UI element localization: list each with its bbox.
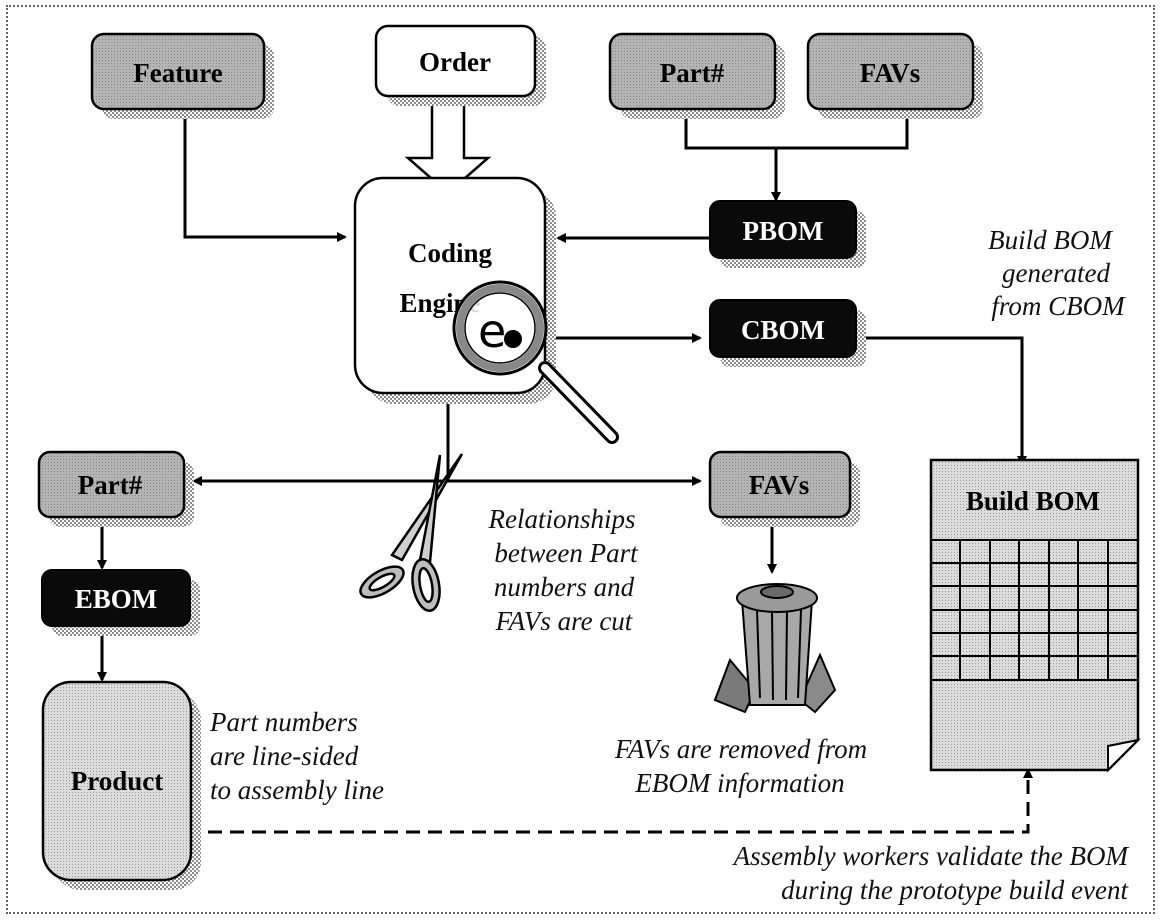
build-bom-note-line1: Build BOM <box>988 225 1113 255</box>
removed-note: FAVs are removed from EBOM information <box>614 734 867 798</box>
node-product-label: Product <box>71 766 164 796</box>
node-cbom-label: CBOM <box>741 315 825 345</box>
removed-note-line1: FAVs are removed from <box>614 734 867 764</box>
removed-note-line2: EBOM information <box>634 768 844 798</box>
node-part-mid: Part# <box>37 450 194 527</box>
node-pbom-label: PBOM <box>743 216 824 246</box>
node-part-top-label: Part# <box>660 58 725 88</box>
build-bom-note-line2: generated <box>1002 258 1110 288</box>
diagram-frame <box>6 5 1155 914</box>
node-build-bom-label: Build BOM <box>966 486 1100 516</box>
order-hollow-arrow <box>404 98 492 195</box>
node-favs-top: FAVs <box>806 32 983 119</box>
line-part-top-down <box>684 103 909 150</box>
node-cbom: CBOM <box>709 299 866 367</box>
node-feature: Feature <box>90 32 274 119</box>
linesided-note: Part numbers are line-sided to assembly … <box>209 707 384 805</box>
validate-note-line2: during the prototype build event <box>781 875 1129 905</box>
svg-text:e: e <box>478 304 506 358</box>
coding-engine-line1: Coding <box>408 238 493 268</box>
build-bom-note: Build BOM generated from CBOM <box>988 225 1126 321</box>
cut-note: Relationships between Part numbers and F… <box>488 504 640 636</box>
validate-note: Assembly workers validate the BOM during… <box>732 841 1130 905</box>
magnifier-icon: e <box>452 280 619 444</box>
node-product: Product <box>41 680 201 890</box>
cut-note-line4: FAVs are cut <box>495 606 634 636</box>
linesided-note-line1: Part numbers <box>209 707 358 737</box>
trash-can-icon <box>713 583 837 714</box>
node-favs-top-label: FAVs <box>860 58 921 88</box>
node-pbom: PBOM <box>709 200 866 268</box>
scissors-icon <box>359 453 464 612</box>
linesided-note-line2: are line-sided <box>210 741 359 771</box>
node-part-mid-label: Part# <box>78 470 143 500</box>
cut-note-line2: between Part <box>494 538 639 568</box>
node-ebom: EBOM <box>41 569 200 636</box>
document-icon: Build BOM <box>929 458 1142 773</box>
node-ebom-label: EBOM <box>75 584 158 614</box>
node-feature-label: Feature <box>133 58 222 88</box>
build-bom-grid <box>930 539 1139 681</box>
node-favs-mid-label: FAVs <box>749 470 810 500</box>
linesided-note-line3: to assembly line <box>210 775 384 805</box>
node-part-top: Part# <box>608 32 785 119</box>
cut-note-line1: Relationships <box>488 504 636 534</box>
cut-note-line3: numbers and <box>494 572 635 602</box>
dashed-product-to-buildbom <box>186 768 1033 834</box>
node-order: Order <box>374 24 546 106</box>
node-favs-mid: FAVs <box>708 450 860 527</box>
build-bom-note-line3: from CBOM <box>991 291 1126 321</box>
arrow-feature-to-engine <box>183 103 347 242</box>
validate-note-line1: Assembly workers validate the BOM <box>732 841 1130 871</box>
node-order-label: Order <box>419 47 491 77</box>
arrow-cbom-to-buildbom <box>843 336 1027 466</box>
